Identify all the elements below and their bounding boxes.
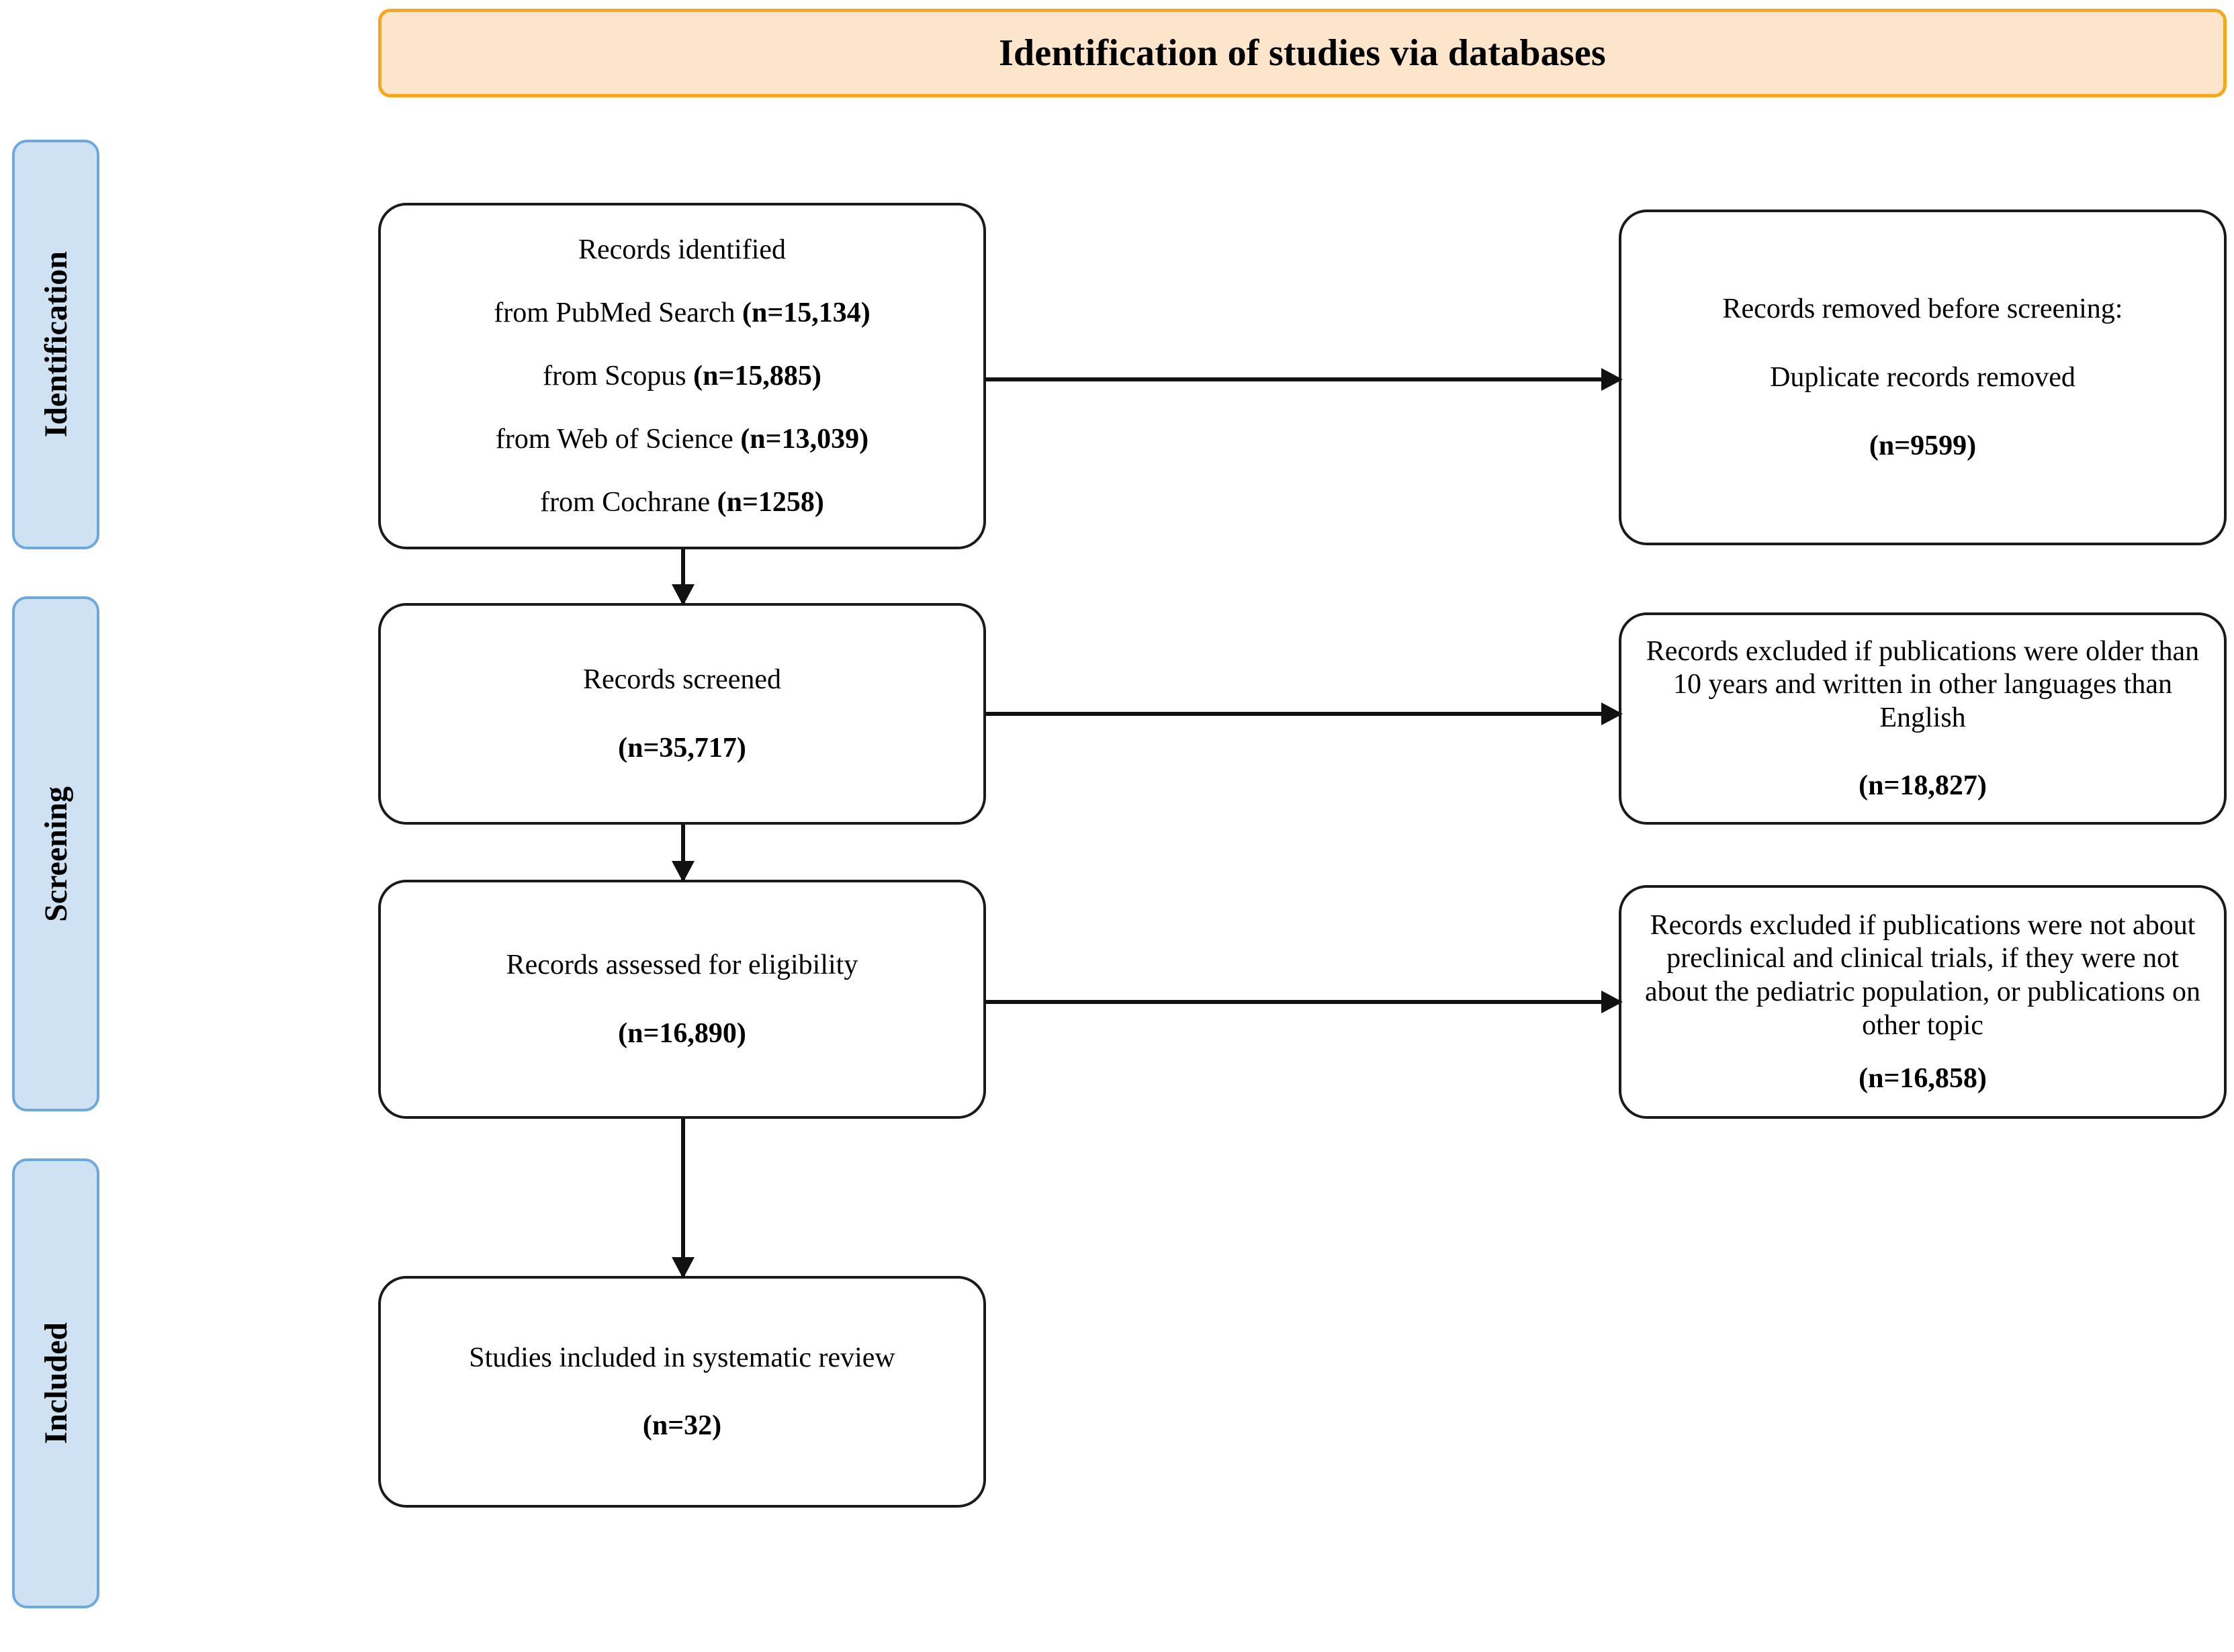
stage-label-screening: Screening (38, 786, 74, 922)
records-screened-heading: Records screened (582, 664, 782, 696)
flow-box-records-excluded-language: Records excluded if publications were ol… (1619, 612, 2227, 825)
records-identified-heading: Records identified (578, 234, 787, 265)
source-count-pubmed: (n=15,134) (742, 297, 870, 328)
records-removed-line2: Duplicate records removed (1770, 362, 2075, 393)
diagram-title: Identification of studies via databases (999, 32, 1606, 74)
flow-box-records-assessed-eligibility: Records assessed for eligibility (n=16,8… (378, 880, 986, 1119)
arrow-screened-to-excluded-language (986, 712, 1620, 716)
records-eligibility-count: (n=16,890) (618, 1017, 746, 1049)
source-label-scopus: from Scopus (543, 361, 694, 392)
flow-box-records-identified: Records identified from PubMed Search (n… (378, 203, 986, 549)
stage-label-included: Included (38, 1322, 74, 1444)
source-count-cochrane: (n=1258) (717, 487, 824, 518)
records-excluded-language-text: Records excluded if publications were ol… (1646, 635, 2206, 733)
arrow-eligibility-to-included (681, 1119, 685, 1276)
arrow-identified-to-removed (986, 377, 1620, 381)
records-excluded-language-count: (n=18,827) (1859, 770, 1987, 802)
records-excluded-topic-count: (n=16,858) (1859, 1063, 1987, 1095)
stage-box-screening: Screening (12, 596, 99, 1111)
records-excluded-topic-text: Records excluded if publications were no… (1645, 909, 2208, 1041)
source-label-cochrane: from Cochrane (540, 487, 717, 518)
source-label-web-of-science: from Web of Science (495, 424, 741, 455)
source-row-cochrane: from Cochrane (n=1258) (540, 488, 824, 516)
records-removed-count: (n=9599) (1869, 430, 1977, 461)
studies-included-count: (n=32) (642, 1410, 722, 1442)
records-removed-line1: Records removed before screening: (1722, 293, 2123, 325)
studies-included-heading: Studies included in systematic review (469, 1342, 895, 1373)
source-row-pubmed: from PubMed Search (n=15,134) (494, 299, 870, 327)
flow-box-records-screened: Records screened (n=35,717) (378, 603, 986, 825)
arrow-screened-to-eligibility (681, 825, 685, 880)
source-count-scopus: (n=15,885) (693, 361, 821, 392)
diagram-title-banner: Identification of studies via databases (378, 9, 2227, 97)
flow-box-records-removed: Records removed before screening: Duplic… (1619, 210, 2227, 545)
stage-box-identification: Identification (12, 140, 99, 549)
stage-label-identification: Identification (38, 251, 74, 438)
source-row-scopus: from Scopus (n=15,885) (543, 362, 821, 390)
source-count-web-of-science: (n=13,039) (740, 424, 869, 455)
records-screened-count: (n=35,717) (618, 732, 746, 764)
source-row-web-of-science: from Web of Science (n=13,039) (496, 425, 868, 453)
records-eligibility-heading: Records assessed for eligibility (506, 950, 858, 981)
arrow-identified-to-screened (681, 549, 685, 603)
flow-box-records-excluded-topic: Records excluded if publications were no… (1619, 885, 2227, 1119)
arrow-eligibility-to-excluded-topic (986, 1000, 1620, 1004)
source-label-pubmed: from PubMed Search (494, 297, 742, 328)
flow-box-studies-included: Studies included in systematic review (n… (378, 1276, 986, 1508)
stage-box-included: Included (12, 1158, 99, 1608)
